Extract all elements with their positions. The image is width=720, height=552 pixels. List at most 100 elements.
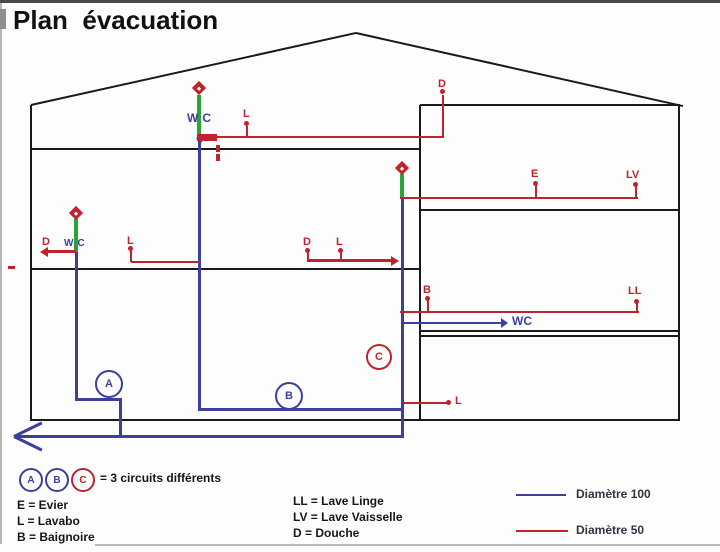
legend-lavabo: L = Lavabo: [17, 514, 80, 528]
pipe-attic-branch: [199, 136, 444, 138]
circuit-a-letter: A: [105, 378, 113, 390]
wall-right: [678, 105, 680, 421]
mid-douche-label: D: [303, 236, 311, 248]
middle-floor-line: [31, 268, 420, 270]
evier-label: E: [531, 168, 539, 180]
roof-left-line: [30, 31, 357, 106]
pipe-lave-vaisselle-tick: [635, 186, 637, 198]
pipe-stack-c-vertical: [401, 198, 404, 438]
vent-cap-a-icon: [68, 205, 84, 221]
wing-wc-label: WC: [512, 314, 532, 328]
wing-floor2-line-upper: [420, 330, 679, 332]
wall-inner: [419, 105, 421, 420]
attic-lavabo-dot: [244, 121, 249, 126]
window-top-edge: [0, 0, 720, 3]
evier-dot: [533, 181, 538, 186]
lave-linge-dot: [634, 299, 639, 304]
attic-lavabo-label: L: [243, 108, 250, 120]
pipe-attic-riser-dash2: [216, 154, 220, 161]
pipe-lave-linge-tick: [636, 303, 638, 312]
pipe-attic-douche-drop: [442, 95, 444, 138]
legend-baignoire: B = Baignoire: [17, 530, 95, 544]
legend-lave-vaisselle: LV = Lave Vaisselle: [293, 510, 403, 524]
pipe-wing2-branch: [400, 311, 639, 313]
pipe-main-drain: [14, 435, 404, 438]
douche-left-arrow-icon: [40, 247, 48, 257]
lave-vaisselle-label: LV: [626, 169, 640, 181]
lave-vaisselle-dot: [633, 182, 638, 187]
ground-floor-line: [30, 419, 680, 421]
page-title: Plan évacuation: [13, 5, 219, 35]
legend-lave-linge: LL = Lave Linge: [293, 494, 384, 508]
vent-stack-a: [74, 219, 78, 252]
circuit-b-marker: B: [275, 382, 303, 410]
lave-linge-label: LL: [628, 285, 642, 297]
pipe-wing1-branch: [400, 197, 638, 199]
legend-circuit-c-letter: C: [79, 474, 87, 486]
baignoire-dot: [425, 296, 430, 301]
mid-douche-left-label: D: [42, 236, 50, 248]
baignoire-label: B: [423, 284, 431, 296]
legend-diameter-100-label: Diamètre 100: [576, 487, 651, 501]
vent-stack-c: [400, 174, 404, 199]
pipe-attic-riser-dash1: [216, 145, 220, 152]
circuit-a-marker: A: [95, 370, 123, 398]
legend-diameter-50-label: Diamètre 50: [576, 523, 645, 537]
wing-top-line: [420, 104, 680, 106]
vent-stack-b: [197, 95, 201, 138]
legend-circuit-a-letter: A: [27, 474, 35, 486]
roof-right-line: [355, 32, 684, 108]
pipe-stack-a-jog: [75, 398, 122, 401]
lavabo-left-dot: [128, 246, 133, 251]
pipe-mid-branch: [307, 259, 392, 262]
pipe-baignoire-tick: [427, 300, 429, 312]
legend-circuit-c: C: [71, 468, 95, 492]
pipe-ground-lavabo-branch: [404, 402, 448, 404]
pipe-stack-b-horizontal: [198, 408, 404, 411]
window-bottom-edge: [95, 544, 720, 546]
mid-branch-arrow-icon: [391, 256, 399, 266]
pipe-lavabo-left-branch: [131, 261, 200, 263]
mid-douche-dot: [305, 248, 310, 253]
legend-circuit-b: B: [45, 468, 69, 492]
pipe-douche-left-branch: [47, 250, 76, 253]
legend-circuits-text: = 3 circuits différents: [100, 471, 222, 485]
pipe-lavabo-left-tick: [130, 250, 132, 262]
legend-circuit-b-letter: B: [53, 474, 61, 486]
pipe-mid-lavabo-tick: [340, 251, 342, 261]
pipe-stack-a-drop: [119, 398, 122, 438]
attic-douche-dot: [440, 89, 445, 94]
legend-evier: E = Evier: [17, 498, 69, 512]
pipe-wing-wc-branch: [404, 322, 501, 324]
circuit-b-letter: B: [285, 390, 293, 402]
ground-lavabo-label: L: [455, 395, 462, 407]
mid-lavabo-label: L: [336, 236, 343, 248]
vent-cap-c-icon: [394, 160, 410, 176]
mid-lavabo-left-label: L: [127, 235, 134, 247]
wing-floor1-line: [420, 209, 679, 211]
legend-circuit-a: A: [19, 468, 43, 492]
circuit-c-marker: C: [366, 344, 392, 370]
pipe-evier-tick: [535, 185, 537, 198]
pipe-attic-lavabo-tick: [246, 126, 248, 138]
wing-wc-arrow-icon: [501, 318, 508, 328]
pipe-douche-wall-dash: [8, 266, 15, 269]
ground-lavabo-dot: [446, 400, 451, 405]
vent-cap-b-icon: [191, 80, 207, 96]
pipe-stack-b-vertical: [198, 140, 201, 411]
attic-floor-line: [31, 148, 420, 150]
stack-b-wc-label: WC: [187, 111, 215, 125]
attic-douche-label: D: [438, 78, 446, 90]
pipe-stack-a-vertical: [75, 252, 78, 400]
mid-lavabo-dot: [338, 248, 343, 253]
wing-floor2-line-lower: [420, 335, 679, 337]
legend-diameter-50-line: [516, 530, 568, 532]
window-left-tab: [0, 9, 6, 29]
legend-diameter-100-line: [516, 494, 566, 496]
pipe-mid-douche-tick: [307, 251, 309, 261]
wall-left: [30, 105, 32, 421]
pipe-attic-joint: [197, 134, 217, 141]
window-left-edge: [0, 3, 2, 544]
stack-b-down-arrow-icon: [196, 138, 204, 145]
